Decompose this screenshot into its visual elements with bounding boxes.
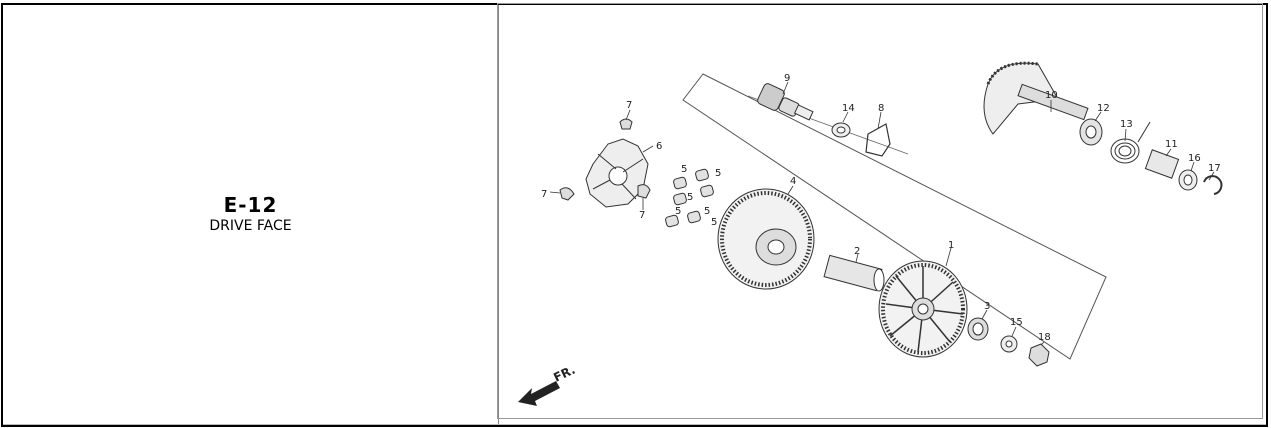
part-7-slider-mid: [637, 184, 651, 199]
callout-4: 4: [790, 176, 796, 187]
part-4-drive-plate: [717, 188, 815, 290]
callout-15: 15: [1010, 317, 1023, 328]
part-6-ramp-plate: [585, 138, 649, 208]
part-8-clip: [865, 123, 891, 157]
part-11-collar: [1144, 149, 1180, 179]
part-15-washer-hole: [1005, 340, 1013, 348]
callout-17: 17: [1208, 163, 1221, 174]
callout-5d: 5: [704, 206, 710, 217]
part-7-slider-top: [619, 118, 633, 130]
callout-16: 16: [1188, 153, 1201, 164]
front-arrow-icon: [518, 381, 560, 406]
callout-13: 13: [1120, 119, 1133, 130]
callout-18: 18: [1038, 332, 1051, 343]
front-label: FR.: [551, 363, 577, 385]
callout-5f: 5: [711, 217, 717, 228]
callout-6: 6: [656, 141, 662, 152]
section-code: E-12: [223, 193, 278, 217]
part-7-slider-left: [559, 187, 575, 201]
callout-7a: 7: [626, 100, 632, 111]
section-title-panel: E-12 DRIVE FACE: [3, 5, 499, 425]
callout-2: 2: [854, 246, 860, 257]
section-title-block: E-12 DRIVE FACE: [3, 193, 498, 235]
part-18-nut: [1028, 343, 1050, 367]
callout-8: 8: [878, 103, 884, 114]
callout-10: 10: [1045, 90, 1058, 101]
part-10-kick-gear: [983, 61, 1089, 135]
assembly-frame: [682, 73, 1107, 360]
callout-11: 11: [1165, 139, 1178, 150]
diagram-canvas: 1 2 3 4 5 5 5 5 5 5 6 7 7 7 8 9 10 11 12…: [518, 61, 1223, 406]
section-name: DRIVE FACE: [209, 218, 292, 234]
front-direction-indicator: FR.: [518, 363, 577, 406]
callout-7c: 7: [639, 210, 645, 221]
callout-1: 1: [948, 240, 954, 251]
part-1-movable-face: [878, 260, 968, 358]
exploded-parts-diagram: 1 2 3 4 5 5 5 5 5 5 6 7 7 7 8 9 10 11 12…: [497, 3, 1263, 419]
part-16-washer-hole: [1183, 174, 1193, 186]
callout-3: 3: [984, 301, 990, 312]
callout-9: 9: [784, 73, 790, 84]
page-frame: E-12 DRIVE FACE: [1, 3, 1268, 427]
callout-14: 14: [842, 103, 855, 114]
part-2-sleeve: [823, 254, 885, 292]
part-9-pinion: [757, 83, 814, 121]
callout-5e: 5: [675, 206, 681, 217]
bottom-divider: [3, 424, 1266, 425]
part-3-bearing: [967, 317, 989, 341]
part-14-washer-hole: [836, 126, 846, 134]
callout-5a: 5: [681, 164, 687, 175]
callout-7b: 7: [541, 189, 547, 200]
leader-lines: [549, 81, 1215, 346]
callout-labels: 1 2 3 4 5 5 5 5 5 5 6 7 7 7 8 9 10 11 12…: [541, 73, 1221, 343]
part-5-rollers: [665, 168, 714, 228]
callout-12: 12: [1097, 103, 1110, 114]
part-12-bushing-hole: [1085, 125, 1097, 139]
part-17-circlip: [1203, 175, 1223, 195]
callout-5c: 5: [687, 192, 693, 203]
callout-5b: 5: [715, 168, 721, 179]
